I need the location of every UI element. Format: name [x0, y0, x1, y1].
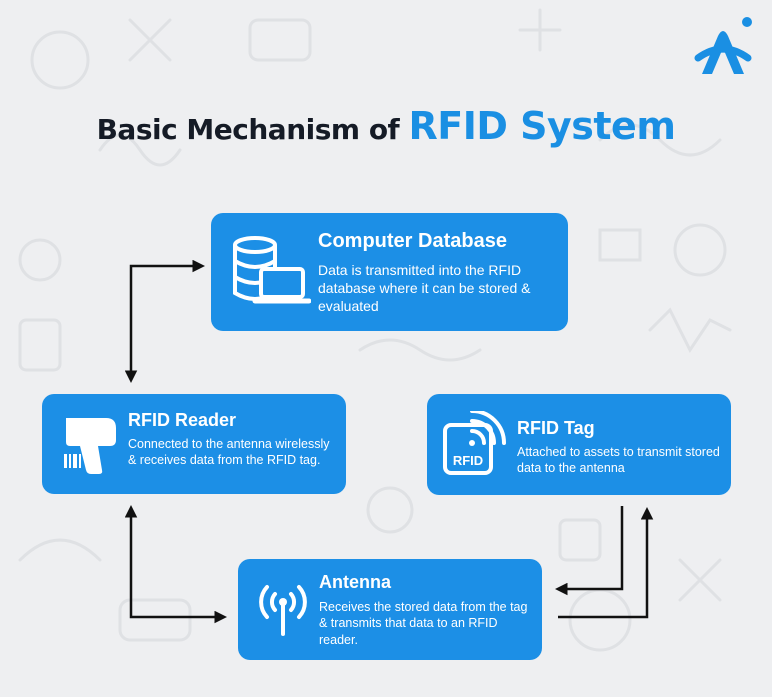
reader-description: Connected to the antenna wirelessly & re… — [128, 437, 330, 468]
tag-heading: RFID Tag — [517, 418, 595, 438]
database-laptop-icon — [233, 236, 311, 304]
brand-logo-icon — [694, 17, 752, 74]
barcode-scanner-icon — [64, 418, 116, 474]
page-title: Basic Mechanism of RFID System — [0, 104, 772, 148]
title-prefix: Basic Mechanism of — [96, 113, 409, 146]
rfid-tag-box: RFID RFID Tag Attached to assets to tran… — [427, 394, 731, 495]
arrow-tag-antenna-outer — [558, 507, 654, 619]
tag-description: Attached to assets to transmit stored da… — [517, 445, 720, 476]
arrow-tag-antenna-inner — [555, 506, 624, 596]
database-heading: Computer Database — [318, 230, 507, 252]
arrow-reader-antenna — [124, 505, 227, 624]
antenna-box: Antenna Receives the stored data from th… — [238, 559, 542, 660]
reader-heading: RFID Reader — [128, 410, 237, 430]
antenna-description: Receives the stored data from the tag & … — [319, 600, 528, 647]
rfid-tag-icon: RFID — [443, 411, 506, 475]
title-highlight: RFID System — [408, 104, 676, 148]
arrow-database-reader — [124, 259, 205, 383]
database-description: Data is transmitted into the RFID databa… — [318, 262, 531, 315]
antenna-heading: Antenna — [319, 572, 391, 592]
antenna-signal-icon — [259, 585, 307, 636]
computer-database-box: Computer Database Data is transmitted in… — [211, 213, 568, 331]
rfid-reader-box: RFID Reader Connected to the antenna wir… — [42, 394, 346, 494]
rfid-tag-icon-label: RFID — [453, 453, 483, 468]
